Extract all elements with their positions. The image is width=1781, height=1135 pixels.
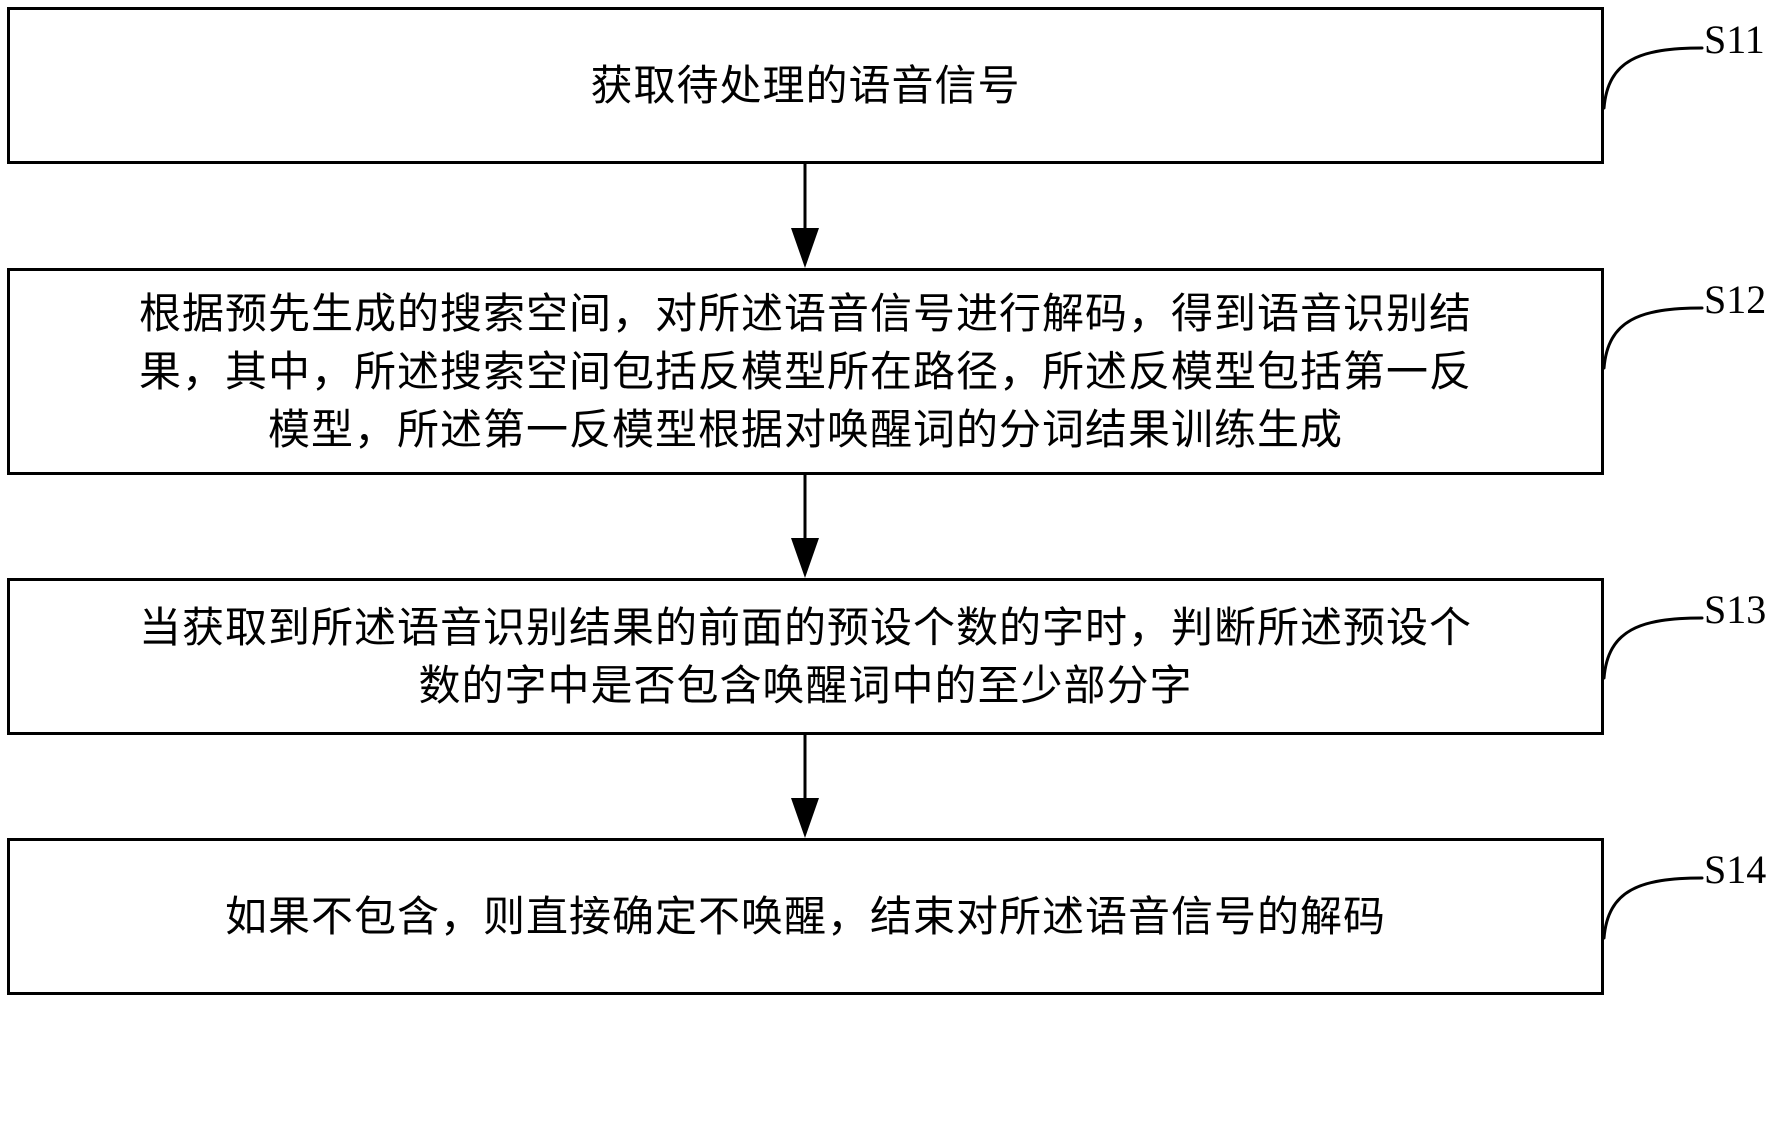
leader-line-s13 (1604, 618, 1702, 678)
arrow-s11-to-s12-head (791, 228, 819, 268)
leader-line-s11 (1604, 48, 1702, 108)
arrow-s12-to-s13-head (791, 538, 819, 578)
step-label-s11: S11 (1704, 18, 1765, 62)
step-label-s12: S12 (1704, 278, 1766, 322)
arrow-s13-to-s14-head (791, 798, 819, 838)
leader-line-s14 (1604, 878, 1702, 938)
step-label-s13: S13 (1704, 588, 1766, 632)
step-label-s14: S14 (1704, 848, 1766, 892)
leader-line-s12 (1604, 308, 1702, 368)
